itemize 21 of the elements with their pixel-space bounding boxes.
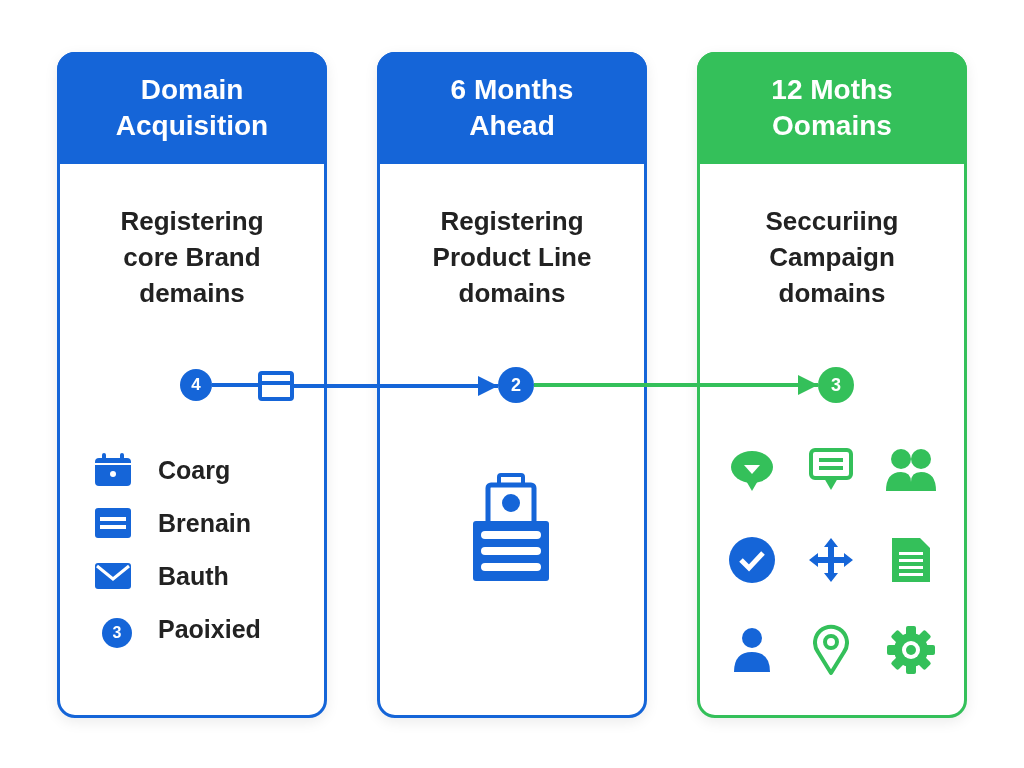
list-item-text: Bauth	[158, 561, 229, 591]
column-description: Registering Product Line domains	[431, 205, 593, 310]
column-card	[377, 52, 647, 718]
window-icon	[258, 371, 294, 401]
arrow	[294, 376, 498, 396]
column-header: 6 Months Ahead	[377, 52, 647, 164]
step-number-circle: 4	[180, 369, 212, 401]
list-item-text: Paoixied	[158, 614, 261, 644]
column-header: Domain Acquisition	[57, 52, 327, 164]
column-card	[57, 52, 327, 718]
step-number-circle: 3	[818, 367, 854, 403]
list-item-text: Brenain	[158, 508, 252, 538]
column-header: 12 Moths Oomains	[697, 52, 967, 164]
connector-line	[212, 383, 258, 387]
step-number-circle: 2	[498, 367, 534, 403]
column-card	[697, 52, 967, 718]
column-description: Registering core Brand demains	[119, 205, 265, 310]
column-description: Seccuriing Campaign domains	[764, 205, 900, 310]
arrow	[534, 375, 818, 395]
list-item-text: Coarg	[158, 455, 231, 485]
step-number-circle: 3	[102, 618, 132, 648]
